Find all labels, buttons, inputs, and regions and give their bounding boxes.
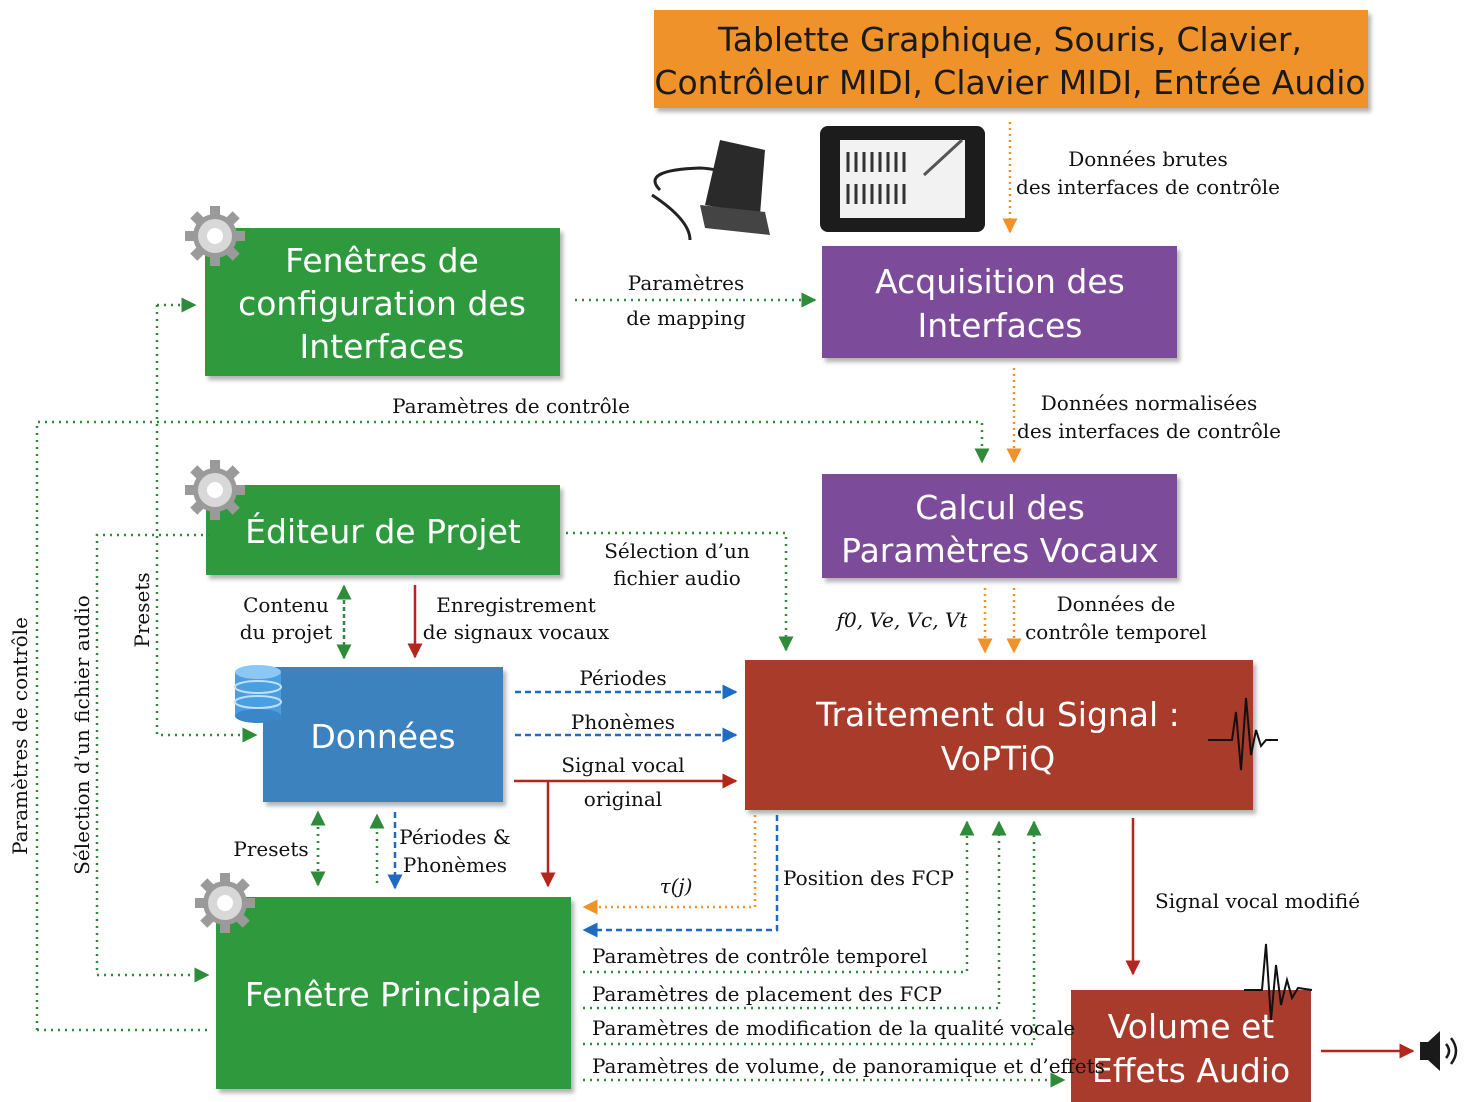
label-periodes: Périodes xyxy=(579,666,666,690)
blue-arrows xyxy=(387,684,779,938)
orange-arrows xyxy=(582,122,1022,915)
label-param-temporel: Paramètres de contrôle temporel xyxy=(592,944,928,968)
svg-text:Interfaces: Interfaces xyxy=(918,306,1083,345)
label-enregistrement: Enregistrement xyxy=(436,593,596,617)
traitement-signal-box: Traitement du Signal : VoPTiQ xyxy=(745,660,1253,810)
gear-icon xyxy=(185,206,245,266)
svg-text:Tablette Graphique, Souris, Cl: Tablette Graphique, Souris, Clavier, xyxy=(717,20,1302,59)
label-selection-fichier: Sélection d’un xyxy=(604,539,750,563)
gear-icon xyxy=(195,873,255,933)
waveform-icon xyxy=(1208,697,1278,771)
fenetre-principale-box: Fenêtre Principale xyxy=(216,897,571,1089)
label-donnees-normalisees: Données normalisées xyxy=(1041,391,1258,415)
svg-text:Effets Audio: Effets Audio xyxy=(1092,1051,1290,1090)
label-mapping: de mapping xyxy=(626,306,746,330)
svg-text:Acquisition des: Acquisition des xyxy=(875,262,1125,301)
label-contenu-projet: du projet xyxy=(240,620,333,644)
svg-text:Interfaces: Interfaces xyxy=(300,327,465,366)
red-arrows xyxy=(407,585,1415,1059)
label-donnees-brutes: Données brutes xyxy=(1068,147,1228,171)
label-presets: Presets xyxy=(233,837,308,861)
label-tau: τ(j) xyxy=(660,874,693,898)
svg-text:VoPTiQ: VoPTiQ xyxy=(941,739,1055,778)
label-periodes-phonemes: Périodes & xyxy=(399,825,510,849)
svg-text:Données: Données xyxy=(310,717,455,756)
label-contenu-projet: Contenu xyxy=(243,593,329,617)
label-param-volume: Paramètres de volume, de panoramique et … xyxy=(592,1054,1105,1078)
inputs-box: Tablette Graphique, Souris, Clavier, Con… xyxy=(654,10,1368,108)
svg-text:Volume et: Volume et xyxy=(1108,1007,1275,1046)
label-enregistrement: de signaux vocaux xyxy=(423,620,610,644)
label-vertical-selection: Sélection d’un fichier audio xyxy=(70,595,94,875)
label-signal-modifie: Signal vocal modifié xyxy=(1155,889,1360,913)
svg-text:Fenêtres de: Fenêtres de xyxy=(285,241,479,280)
label-vertical-presets: Presets xyxy=(130,572,154,647)
label-phonemes: Phonèmes xyxy=(571,710,675,734)
label-controle-temporel: contrôle temporel xyxy=(1025,620,1207,644)
svg-text:Paramètres Vocaux: Paramètres Vocaux xyxy=(841,531,1159,570)
label-position-fcp: Position des FCP xyxy=(783,866,954,890)
calcul-box: Calcul des Paramètres Vocaux xyxy=(822,474,1177,578)
label-param-fcp: Paramètres de placement des FCP xyxy=(592,982,942,1006)
acquisition-box: Acquisition des Interfaces xyxy=(822,246,1177,358)
volume-effets-box: Volume et Effets Audio xyxy=(1071,990,1311,1102)
svg-text:Éditeur de Projet: Éditeur de Projet xyxy=(245,511,521,551)
donnees-box: Données xyxy=(263,667,503,802)
svg-text:Contrôleur MIDI, Clavier MIDI,: Contrôleur MIDI, Clavier MIDI, Entrée Au… xyxy=(654,63,1365,102)
label-param-qualite: Paramètres de modification de la qualité… xyxy=(592,1016,1075,1040)
green-arrows xyxy=(35,292,1066,1088)
label-vertical-controle: Paramètres de contrôle xyxy=(8,617,32,855)
label-parametres-controle: Paramètres de contrôle xyxy=(392,394,630,418)
label-donnees-normalisees: des interfaces de contrôle xyxy=(1017,419,1281,443)
label-controle-temporel: Données de xyxy=(1057,592,1176,616)
tablet-icon xyxy=(820,126,985,232)
pedal-icon xyxy=(651,140,770,241)
label-signal-original: Signal vocal xyxy=(561,753,684,777)
database-icon xyxy=(234,665,282,723)
label-signal-original: original xyxy=(584,787,662,811)
config-interfaces-box: Fenêtres de configuration des Interfaces xyxy=(205,228,560,376)
speaker-icon xyxy=(1420,1031,1458,1071)
editeur-projet-box: Éditeur de Projet xyxy=(206,485,560,575)
label-parametres-vocaux: f0, Ve, Vc, Vt xyxy=(835,608,969,632)
label-periodes-phonemes: Phonèmes xyxy=(403,853,507,877)
svg-text:Calcul des: Calcul des xyxy=(915,488,1085,527)
label-selection-fichier: fichier audio xyxy=(613,566,741,590)
label-mapping: Paramètres xyxy=(628,271,744,295)
label-donnees-brutes: des interfaces de contrôle xyxy=(1016,175,1280,199)
svg-text:Fenêtre Principale: Fenêtre Principale xyxy=(245,975,541,1014)
svg-text:Traitement du Signal :: Traitement du Signal : xyxy=(815,695,1180,734)
waveform-icon xyxy=(1244,943,1313,1021)
gear-icon xyxy=(185,460,245,520)
svg-text:configuration des: configuration des xyxy=(238,284,526,323)
